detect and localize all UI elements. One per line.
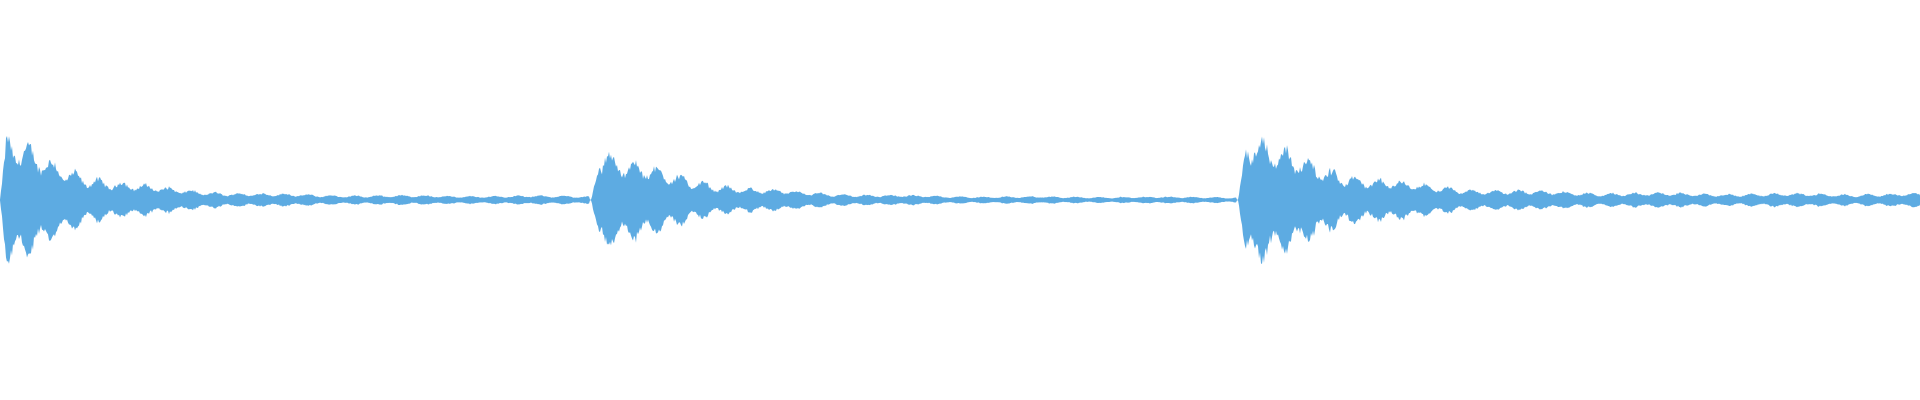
waveform-shape (0, 136, 1920, 264)
